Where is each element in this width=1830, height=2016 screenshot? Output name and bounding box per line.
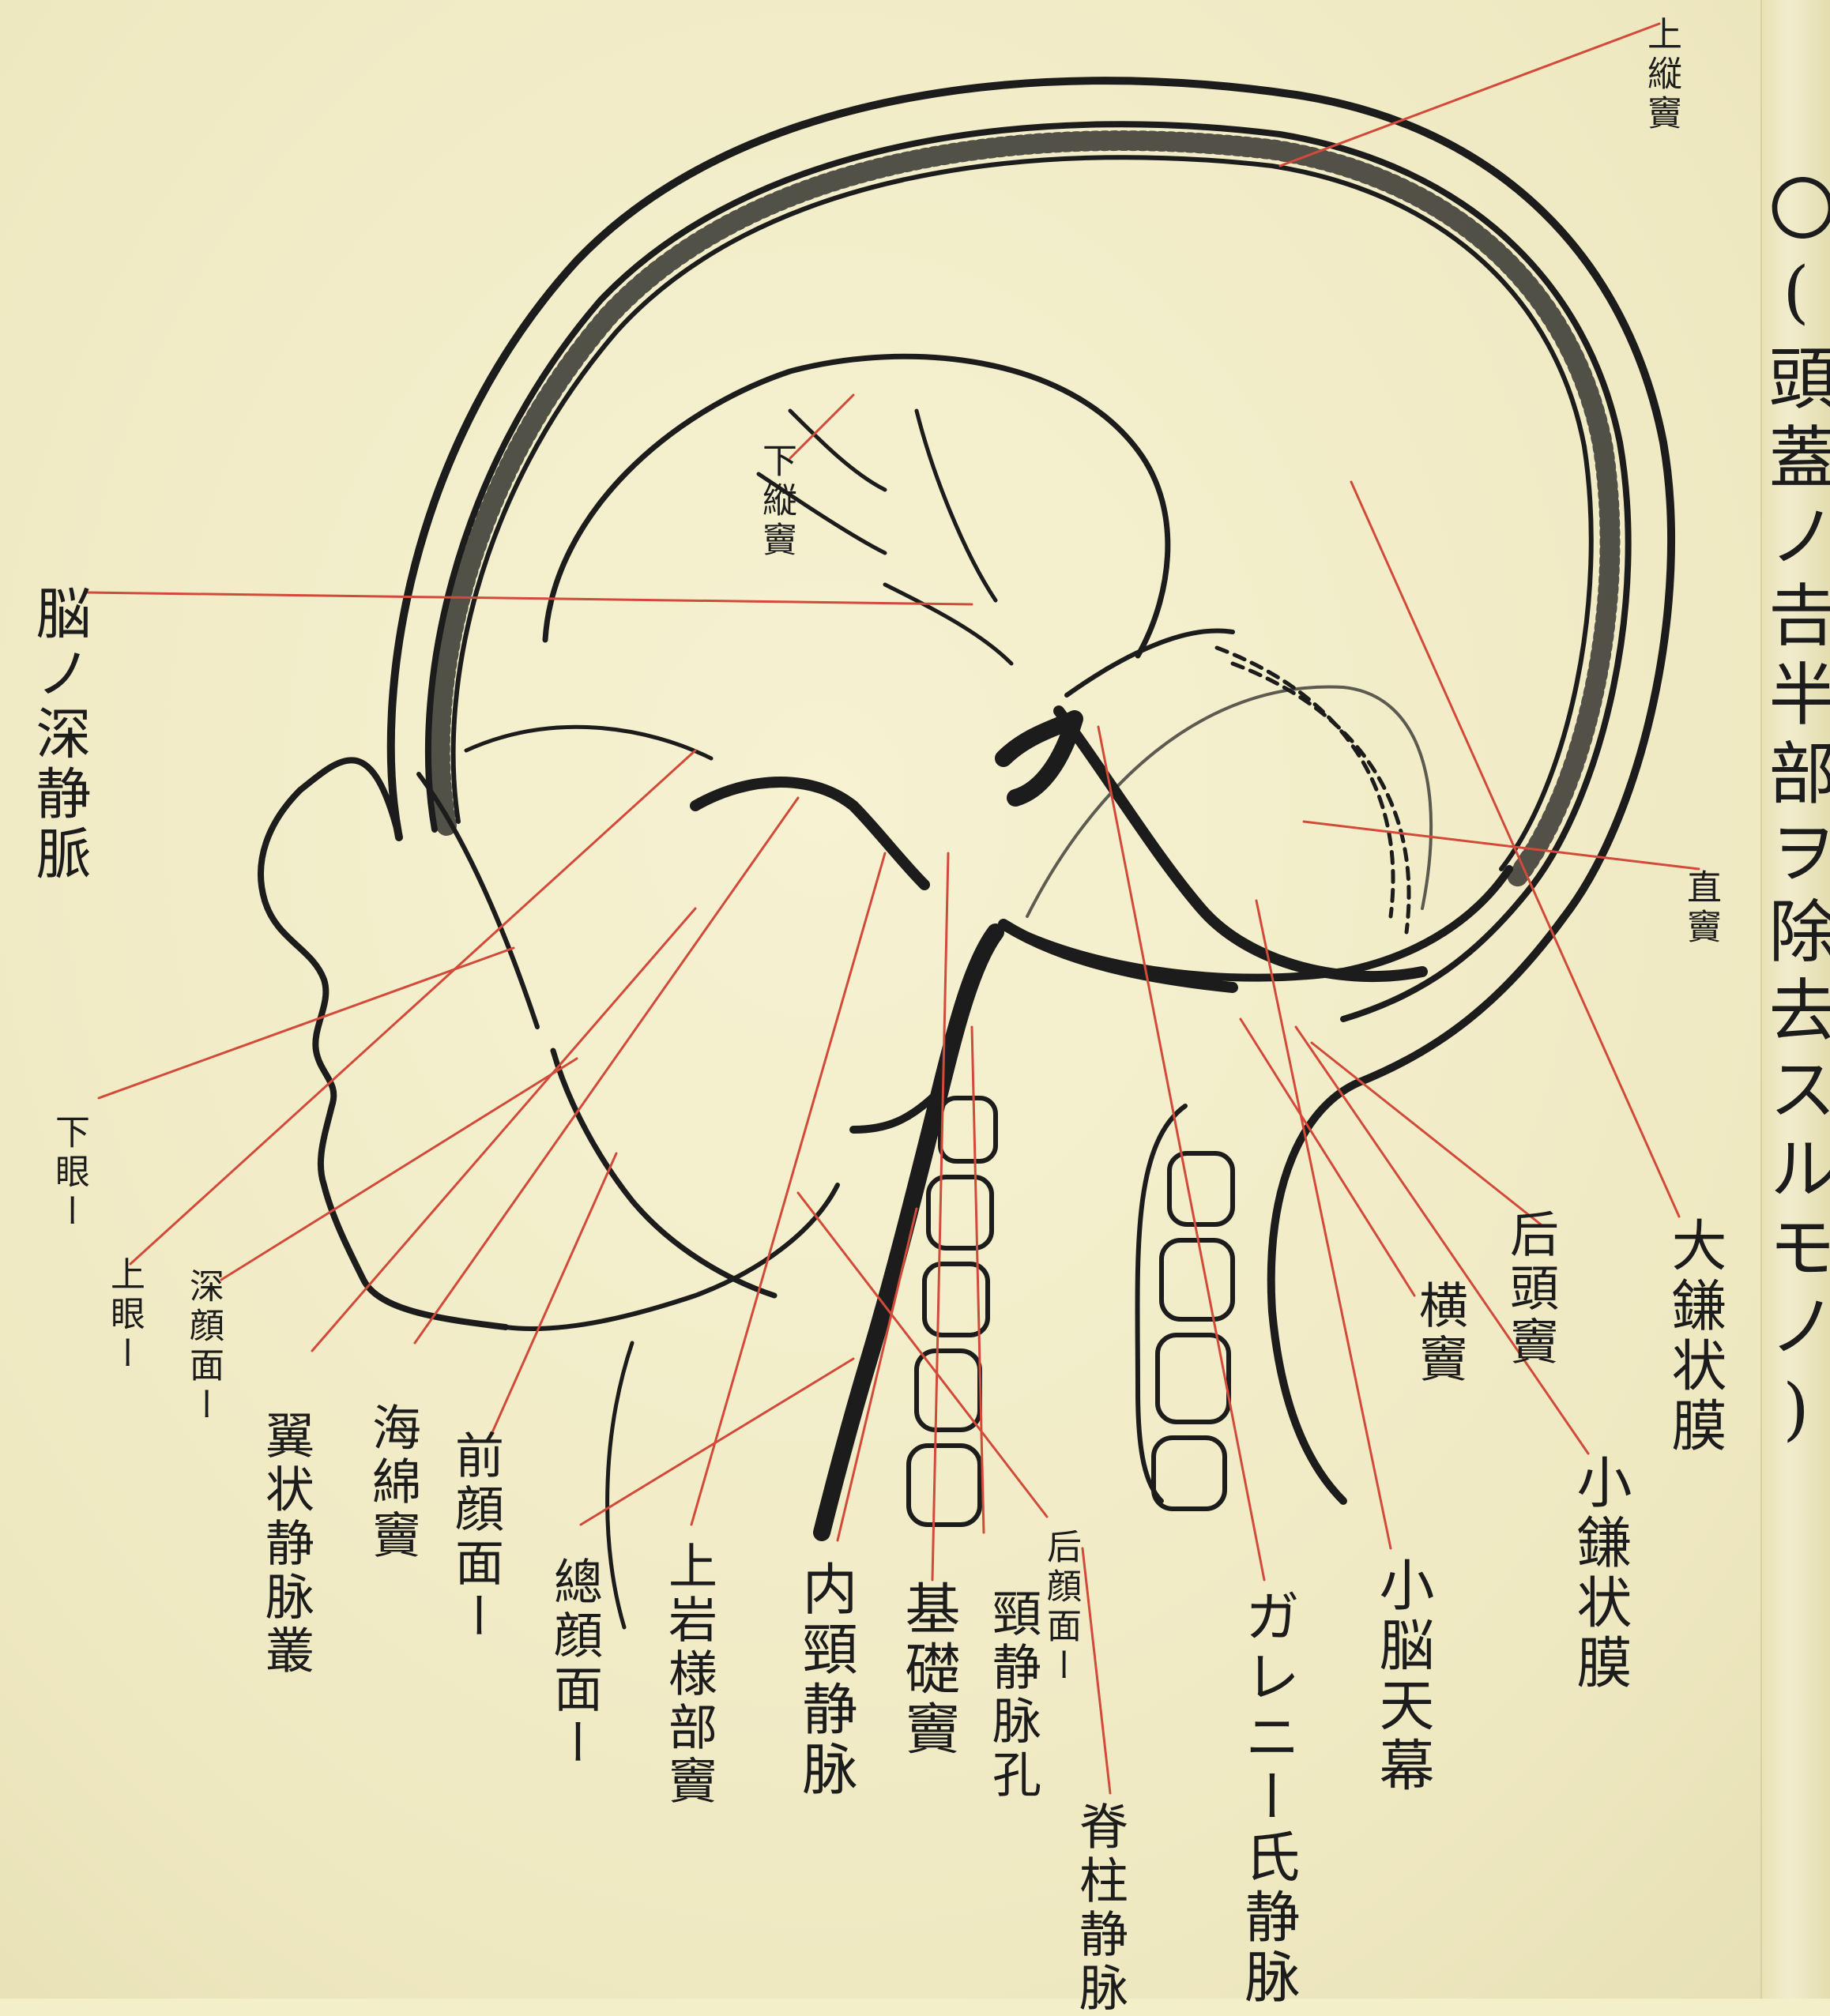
label-inferior-ophthalmic: 下眼ー [51,1114,86,1232]
label-pterygoid-plexus: 翼状静脉叢 [261,1410,310,1679]
skull-inner-edge [428,124,1629,1019]
label-superior-sagittal-sinus: 上縦竇 [1644,16,1678,134]
leader-anterior-facial [490,1153,616,1438]
page-title: 〇(頭蓋ノ𠮷半部ヲ除去スルモノ) [1762,174,1830,1460]
leader-inferior-sagittal [790,395,853,458]
leader-deep-cerebral [87,592,972,604]
neck-front [608,1343,632,1627]
label-deep-cerebral-veins: 脳ノ深静脈 [32,585,87,885]
label-inferior-sagittal-sinus: 下縦竇 [759,442,793,561]
jugular-vein [822,932,996,1533]
leader-galen [1098,727,1264,1580]
cerebellum-region [1027,686,1431,916]
label-vein-of-galen: ガレニー氏静脉 [1241,1588,1296,2008]
occipital-vertebrae [1154,1153,1233,1509]
label-superior-petrosal-sinus: 上岩様部竇 [664,1540,713,1809]
label-basilar-sinus: 基礎竇 [901,1580,956,1760]
label-transverse-sinus: 横竇 [1414,1280,1463,1387]
petrosal-sinus [695,782,924,885]
leader-cavernous [415,798,798,1343]
leader-occipital [1312,1043,1541,1224]
cerebral-branches [759,411,1011,664]
label-posterior-facial: 后顔面ー [1043,1529,1078,1687]
label-tentorium-cerebelli: 小脳天幕 [1375,1556,1430,1796]
leader-transverse [1241,1019,1414,1296]
leader-straight-sinus [1304,822,1699,869]
leader-basilar [932,853,948,1580]
facial-vein [553,1051,774,1296]
label-occipital-sinus: 后頭竇 [1505,1209,1554,1370]
label-cavernous-sinus: 海綿竇 [367,1402,416,1563]
branch-1 [466,727,711,758]
dura-line [454,157,1591,869]
label-internal-jugular-vein: 内頸静脉 [798,1560,853,1800]
label-jugular-foramen: 頸静脉孔 [988,1588,1037,1803]
tentorium-dashes-2 [1233,664,1409,932]
transverse-sinus-line [1003,924,1233,987]
cerebrum-outline [545,356,1168,656]
label-common-facial: 總顔面ー [549,1556,598,1771]
galen-vein [1003,719,1075,798]
skull-hatching [440,141,1610,877]
jaw-line [506,1185,838,1329]
straight-sinus-line [1059,711,1422,976]
label-superior-ophthalmic: 上眼ー [107,1256,141,1375]
leader-superior-sagittal [1280,24,1659,166]
leader-pterygoid [312,908,695,1351]
leader-deep-facial [221,1059,577,1280]
falx-lower-edge [1067,630,1233,695]
label-vertebral-veins: 脊柱静脉 [1075,1801,1124,2016]
label-falx-cerebelli: 小鎌状膜 [1572,1454,1628,1694]
leader-falx-cerebri [1351,482,1679,1217]
face-profile [261,760,506,1327]
label-anterior-facial: 前顔面ー [450,1430,499,1645]
leader-vertebral [1083,1548,1110,1793]
label-deep-facial: 深顔面ー [186,1268,220,1426]
label-straight-sinus: 直竇 [1683,869,1718,948]
label-falx-cerebri: 大鎌状膜 [1667,1217,1723,1457]
leader-inferior-ophthalmic [99,948,514,1098]
